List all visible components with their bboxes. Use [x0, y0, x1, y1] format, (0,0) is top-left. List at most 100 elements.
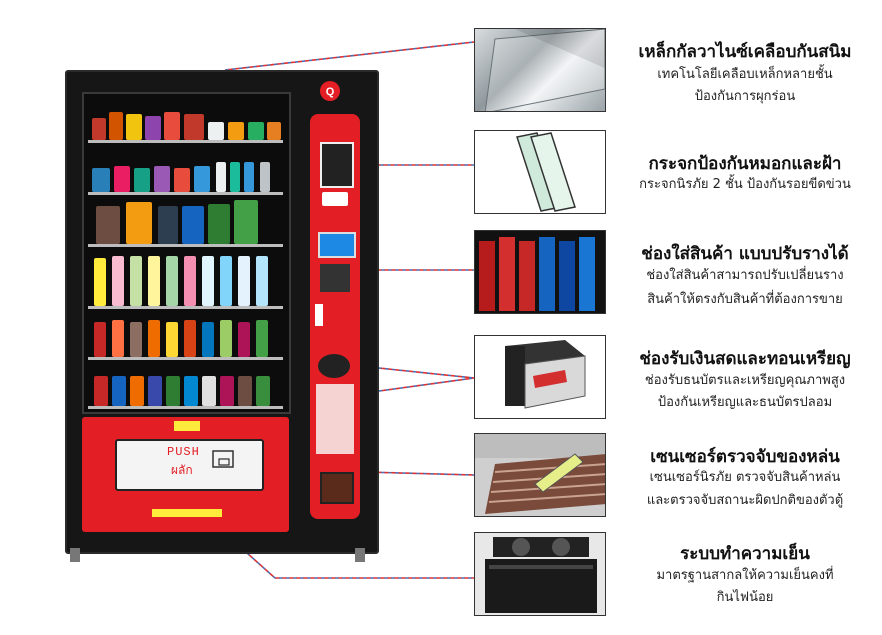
bottom-sticker	[152, 509, 222, 517]
product	[184, 114, 204, 140]
product	[134, 168, 150, 192]
machine-leg	[70, 548, 80, 562]
coin-return-cup[interactable]	[320, 472, 354, 504]
push-sub-label: ผลัก	[171, 463, 193, 477]
product	[256, 376, 270, 406]
product	[234, 200, 258, 244]
feature-title: ระบบทำความเย็น	[680, 544, 810, 564]
product	[238, 322, 250, 357]
product	[202, 256, 214, 306]
shelf	[88, 140, 283, 143]
feature-desc: สินค้าให้ตรงกับสินค้าที่ต้องการขาย	[647, 292, 843, 307]
product	[184, 256, 196, 306]
shelf	[88, 192, 283, 195]
product	[260, 162, 270, 192]
bill-acceptor-icon	[474, 335, 606, 419]
product	[92, 168, 110, 192]
product	[114, 166, 130, 192]
product	[248, 122, 264, 140]
product	[230, 162, 240, 192]
product	[184, 320, 196, 357]
feature-title: เหล็กกัลวาไนซ์เคลือบกันสนิม	[638, 42, 852, 62]
product	[94, 258, 106, 306]
product	[112, 376, 126, 406]
feature-title: เซนเซอร์ตรวจจับของหล่น	[650, 447, 840, 467]
product	[126, 114, 142, 140]
product	[228, 122, 244, 140]
coin-slot[interactable]	[315, 304, 323, 326]
steel-sheet-icon	[474, 28, 606, 112]
bill-acceptor-slot[interactable]	[320, 264, 350, 292]
product	[220, 256, 232, 306]
brand-logo: Q	[319, 80, 359, 102]
product	[208, 204, 230, 244]
push-label: PUSH	[167, 445, 200, 459]
pickup-panel: PUSH ผลัก	[82, 417, 289, 532]
product	[256, 256, 268, 306]
product	[184, 376, 198, 406]
feature-title: กระจกป้องกันหมอกและฝ้า	[648, 154, 842, 174]
product	[126, 202, 152, 244]
product	[94, 376, 108, 406]
feature-desc: ป้องกันเหรียญและธนบัตรปลอม	[657, 395, 833, 410]
product	[166, 376, 180, 406]
product	[112, 256, 124, 306]
feature-desc: ป้องกันการผุกร่อน	[694, 89, 796, 104]
vending-machine: Q PUSH ผลัก	[65, 70, 379, 554]
keypad[interactable]	[322, 192, 348, 206]
product	[267, 122, 281, 140]
connector-steel-red	[224, 41, 475, 71]
product	[256, 320, 268, 357]
shelf	[88, 406, 283, 409]
product	[208, 122, 224, 140]
feature-desc: ช่องรับธนบัตรและเหรียญคุณภาพสูง	[644, 373, 846, 388]
product	[154, 166, 170, 192]
feature-desc: เทคโนโลยีเคลือบเหล็กหลายชั้น	[657, 67, 833, 82]
product	[145, 116, 161, 140]
instruction-sticker	[316, 384, 354, 454]
product	[94, 322, 106, 357]
feature-desc: มาตรฐานสากลให้ความเย็นคงที่	[656, 568, 834, 583]
product	[216, 162, 226, 192]
product	[148, 320, 160, 357]
label-sticker	[174, 421, 200, 431]
feature-desc: กระจกนิรภัย 2 ชั้น ป้องกันรอยขีดข่วน	[639, 177, 851, 192]
product	[148, 376, 162, 406]
control-panel	[310, 114, 360, 519]
product	[182, 206, 204, 244]
pickup-door[interactable]: PUSH ผลัก	[115, 439, 264, 491]
product	[244, 162, 254, 192]
coin-return-button[interactable]	[318, 354, 350, 378]
product	[238, 376, 252, 406]
product	[166, 322, 178, 357]
bottle-rail-icon	[474, 230, 606, 314]
product	[202, 322, 214, 357]
product	[220, 376, 234, 406]
cooling-unit-icon	[474, 532, 606, 616]
product	[202, 376, 216, 406]
machine-leg	[355, 548, 365, 562]
product	[130, 376, 144, 406]
double-glass-icon	[474, 130, 606, 214]
feature-title: ช่องใส่สินค้า แบบปรับรางได้	[641, 244, 849, 264]
product	[112, 320, 124, 357]
drop-sensor-icon	[474, 433, 606, 517]
product	[92, 118, 106, 140]
product	[166, 256, 178, 306]
svg-text:Q: Q	[326, 86, 335, 98]
feature-desc: เซนเซอร์นิรภัย ตรวจจับสินค้าหล่น	[649, 470, 841, 485]
display-window	[82, 92, 291, 414]
product	[174, 168, 190, 192]
product	[130, 322, 142, 357]
shelf	[88, 244, 283, 247]
product	[148, 256, 160, 306]
product	[220, 320, 232, 357]
product	[158, 206, 178, 244]
feature-desc: ช่องใส่สินค้าสามารถปรับเปลี่ยนราง	[646, 268, 844, 283]
product	[238, 256, 250, 306]
lcd-display	[318, 232, 356, 258]
product	[194, 166, 210, 192]
product	[164, 112, 180, 140]
shelf	[88, 306, 283, 309]
selection-screen[interactable]	[320, 142, 354, 188]
